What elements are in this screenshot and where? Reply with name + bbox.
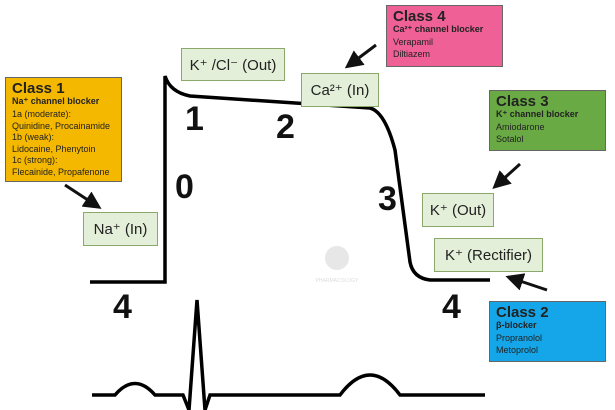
ecg-trace — [92, 299, 485, 410]
class2-title: Class 2 — [496, 304, 549, 321]
ion-k-cl-out: K⁺ /Cl⁻ (Out) — [181, 48, 285, 81]
class1-box: Class 1 Na⁺ channel blocker 1a (moderate… — [5, 77, 122, 182]
ion-ca-in: Ca²⁺ (In) — [301, 73, 379, 107]
class3-title: Class 3 — [496, 93, 549, 110]
class4-line: Verapamil — [393, 37, 434, 47]
action-potential-curve — [90, 75, 490, 284]
class4-line: Diltiazem — [393, 48, 431, 59]
class1-line: Flecainide, Propafenone — [12, 166, 110, 177]
class3-subtitle: K⁺ channel blocker — [496, 109, 579, 119]
class1-line: 1c (strong): — [12, 155, 58, 165]
class4-title: Class 4 — [393, 8, 446, 25]
class2-line: Propranolol — [496, 333, 543, 343]
class1-subtitle: Na⁺ channel blocker — [12, 96, 100, 106]
watermark-logo: PHARMACOLOGY — [316, 246, 359, 284]
class2-line: Metoprolol — [496, 344, 539, 355]
class3-line: Sotalol — [496, 133, 524, 144]
class3-line: Amiodarone — [496, 122, 545, 132]
class1-line: 1a (moderate): — [12, 109, 72, 119]
arrow-class4 — [344, 43, 377, 69]
arrow-class3 — [492, 162, 522, 190]
arrow-class2 — [505, 273, 548, 292]
class4-box: Class 4 Ca²⁺ channel blocker Verapamil D… — [386, 5, 503, 67]
ion-na-in: Na⁺ (In) — [83, 212, 158, 246]
class3-box: Class 3 K⁺ channel blocker Amiodarone So… — [489, 90, 606, 151]
ion-k-rectifier: K⁺ (Rectifier) — [434, 238, 543, 272]
class1-line: 1b (weak): — [12, 132, 55, 142]
ion-k-out: K⁺ (Out) — [422, 193, 494, 227]
phase-2-label: 2 — [276, 108, 295, 146]
svg-text:PHARMACOLOGY: PHARMACOLOGY — [316, 278, 359, 284]
class1-line: Lidocaine, Phenytoin — [12, 143, 96, 154]
phase-0-label: 0 — [175, 168, 194, 206]
phase-1-label: 1 — [185, 100, 204, 138]
phase-3-label: 3 — [378, 180, 397, 218]
class1-line: Quinidine, Procainamide — [12, 120, 111, 131]
class1-title: Class 1 — [12, 80, 65, 97]
phase-4-label-left: 4 — [113, 288, 132, 326]
class2-box: Class 2 β-blocker Propranolol Metoprolol — [489, 301, 606, 362]
phase-4-label-right: 4 — [442, 288, 461, 326]
class4-subtitle: Ca²⁺ channel blocker — [393, 24, 484, 34]
arrow-class1 — [64, 183, 102, 209]
class2-subtitle: β-blocker — [496, 320, 537, 330]
